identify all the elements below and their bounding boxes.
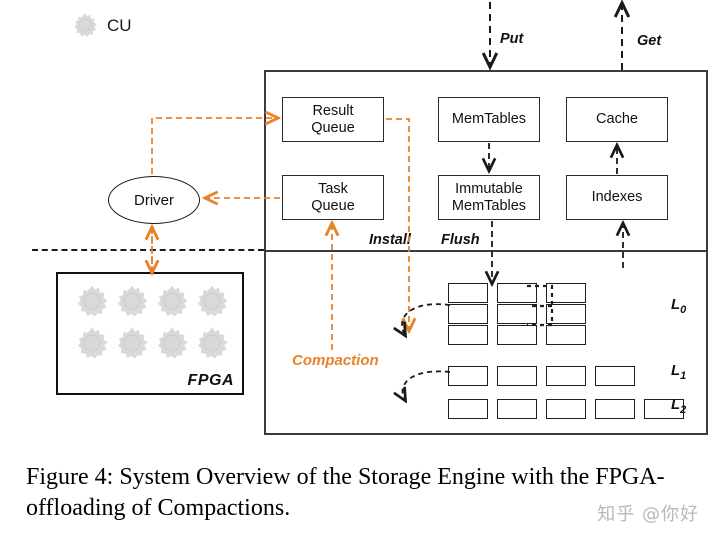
sstable-box[interactable] — [595, 399, 635, 419]
driver-label: Driver — [134, 191, 174, 209]
figure-caption: Figure 4: System Overview of the Storage… — [26, 464, 665, 521]
box-task-queue-label: Task Queue — [311, 181, 355, 214]
gear-icon — [74, 13, 97, 37]
label-install: Install — [369, 232, 411, 248]
sstable-box[interactable] — [644, 399, 684, 419]
sstable-box[interactable] — [546, 325, 586, 345]
label-flush: Flush — [441, 232, 480, 248]
sstable-box[interactable] — [497, 366, 537, 386]
gear-icon — [197, 327, 228, 359]
sstable-box[interactable] — [497, 399, 537, 419]
sstable-box[interactable] — [497, 283, 537, 303]
level-index: 1 — [680, 370, 687, 382]
sstable-box[interactable] — [448, 283, 488, 303]
sstable-box[interactable] — [497, 325, 537, 345]
gear-icon — [117, 327, 148, 359]
box-result-queue[interactable]: Result Queue — [282, 97, 384, 142]
level-letter: L — [671, 396, 681, 413]
sstable-box[interactable] — [546, 399, 586, 419]
sstable-box[interactable] — [448, 399, 488, 419]
storage-engine-container — [264, 70, 708, 435]
box-memtables-label: MemTables — [451, 111, 527, 128]
gear-icon — [77, 327, 108, 359]
engine-internal-divider — [264, 250, 708, 252]
gear-icon — [157, 327, 188, 359]
box-memtables[interactable]: MemTables — [438, 97, 540, 142]
sstable-box[interactable] — [448, 304, 488, 324]
sstable-box[interactable] — [546, 304, 586, 324]
sstable-box[interactable] — [497, 304, 537, 324]
box-cache[interactable]: Cache — [566, 97, 668, 142]
box-immutable-label: Immutable MemTables — [451, 181, 527, 214]
sstable-box[interactable] — [595, 366, 635, 386]
level-label-L2: L2 — [671, 396, 686, 416]
host-fpga-divider — [32, 249, 264, 251]
label-get: Get — [637, 33, 662, 49]
sstable-box[interactable] — [546, 366, 586, 386]
level-label-L1: L1 — [671, 362, 686, 382]
gear-icon — [117, 285, 148, 317]
box-result-queue-label: Result Queue — [311, 103, 355, 136]
box-indexes[interactable]: Indexes — [566, 175, 668, 220]
sstable-box[interactable] — [546, 283, 586, 303]
level-letter: L — [671, 362, 681, 379]
level-index: 2 — [680, 404, 687, 416]
box-immutable-memtables[interactable]: Immutable MemTables — [438, 175, 540, 220]
sstable-box[interactable] — [448, 325, 488, 345]
level-label-L0: L0 — [671, 296, 686, 316]
legend-cu-label: CU — [107, 15, 132, 35]
watermark: 知乎 @你好 — [597, 504, 699, 525]
level-letter: L — [671, 296, 681, 313]
label-put: Put — [500, 31, 524, 47]
gear-icon — [197, 285, 228, 317]
level-index: 0 — [680, 304, 687, 316]
gear-icon — [157, 285, 188, 317]
label-compaction: Compaction — [292, 352, 379, 369]
legend-cu: CU — [72, 12, 132, 38]
fpga-label: FPGA — [187, 372, 234, 389]
driver-node[interactable]: Driver — [108, 176, 200, 224]
fpga-gear-grid — [72, 284, 232, 360]
box-task-queue[interactable]: Task Queue — [282, 175, 384, 220]
box-cache-label: Cache — [596, 111, 638, 128]
box-indexes-label: Indexes — [591, 189, 643, 206]
gear-icon — [77, 285, 108, 317]
sstable-box[interactable] — [448, 366, 488, 386]
